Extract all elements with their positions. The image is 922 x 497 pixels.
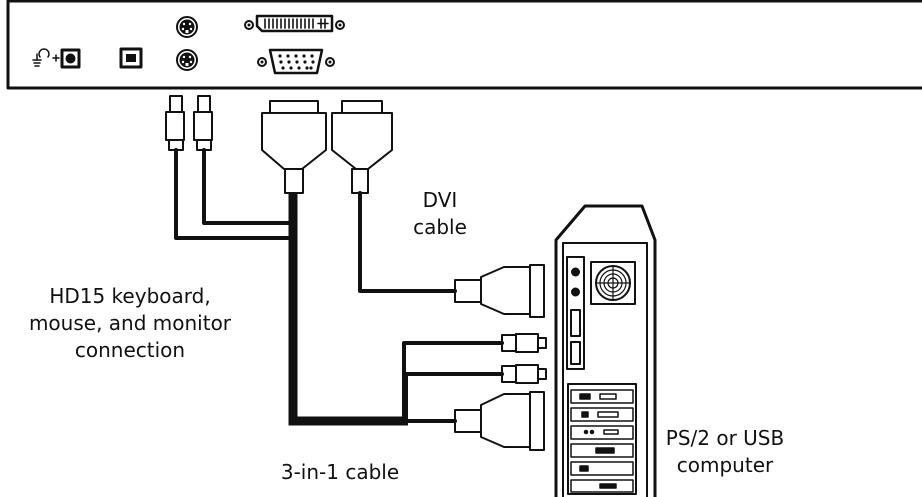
ps2-port-bottom [176, 49, 198, 71]
label-line: mouse, and monitor [28, 311, 232, 335]
dvi-plug-kvm [331, 100, 393, 194]
ps2-plug-right [193, 95, 213, 151]
computer-tower [554, 204, 657, 497]
hd15-vga-port [257, 48, 335, 75]
ps2-plug-computer-bottom [501, 364, 547, 384]
ps2-plug-left [165, 95, 185, 151]
ps2-port-top [176, 16, 198, 38]
label-line: connection [74, 338, 186, 362]
hd15-plug-computer [454, 391, 545, 451]
three-in-one-cable-label: 3-in-1 cable [270, 459, 410, 486]
kvm-rear-panel [6, 0, 922, 90]
label-line: PS/2 or USB [665, 426, 785, 450]
label-line: computer [676, 453, 774, 477]
usb-b-port [119, 47, 143, 69]
dvi-port [244, 14, 345, 33]
label-line: HD15 keyboard, [49, 284, 211, 308]
label-line: cable [413, 215, 467, 239]
dvi-plug-computer [454, 264, 545, 318]
power-symbol-icon [32, 48, 60, 67]
computer-label: PS/2 or USB computer [650, 425, 800, 479]
dc-power-jack [60, 48, 81, 69]
label-line: DVI [422, 188, 458, 212]
label-line: 3-in-1 cable [280, 460, 400, 484]
hd15-connection-label: HD15 keyboard, mouse, and monitor connec… [0, 283, 260, 364]
dvi-cable-label: DVI cable [405, 187, 475, 241]
hd15-plug-kvm [261, 100, 327, 194]
fan-icon [590, 261, 636, 305]
expansion-slots [567, 383, 637, 495]
ps2-plug-computer-top [501, 333, 547, 353]
dvi-cable [331, 100, 457, 293]
three-in-one-cable [165, 95, 504, 426]
